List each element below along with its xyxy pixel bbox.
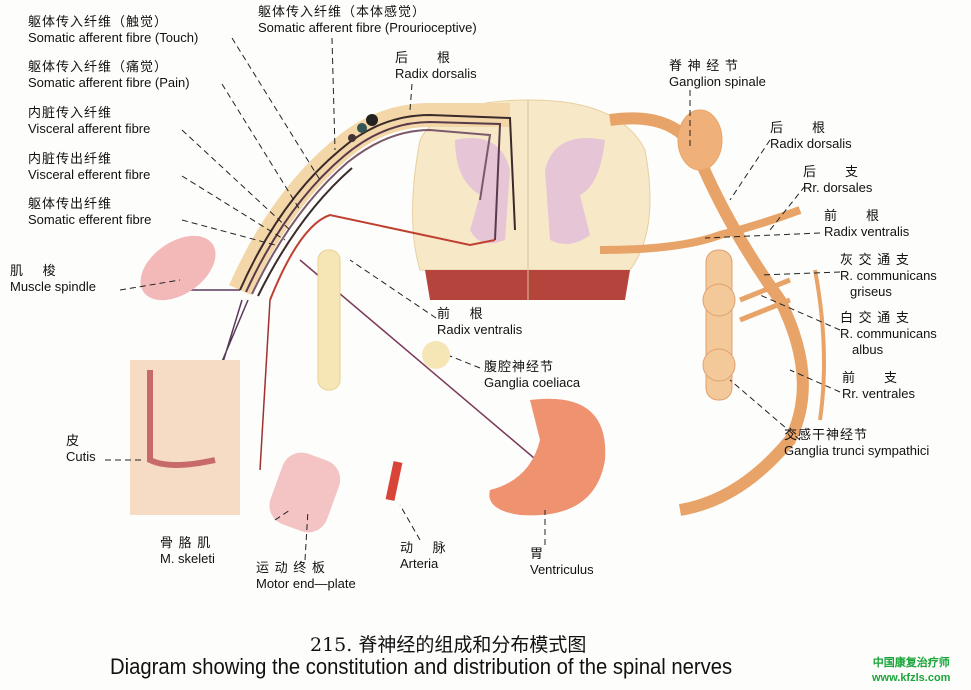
- label-zh: 白 交 通 支: [840, 310, 910, 325]
- label-proprioceptive: 躯体传入纤维（本体感觉）Somatic afferent fibre (Prou…: [258, 4, 477, 36]
- label-en: Visceral efferent fibre: [28, 167, 151, 182]
- label-en: Rr. dorsales: [803, 180, 873, 195]
- label-zh: 后 支: [803, 164, 860, 179]
- watermark-line2: www.kfzls.com: [872, 672, 951, 684]
- label-en: Radix ventralis: [437, 322, 523, 337]
- label-en: Radix dorsalis: [770, 136, 852, 151]
- label-touch: 躯体传入纤维（触觉）Somatic afferent fibre (Touch): [28, 14, 198, 46]
- spinal-nerve: [599, 109, 826, 516]
- label-zh: 灰 交 通 支: [840, 252, 910, 267]
- label-zh: 皮: [66, 433, 81, 448]
- label-zh: 运 动 终 板: [256, 560, 326, 575]
- spinal-cord: [412, 99, 651, 300]
- label-en: Rr. ventrales: [842, 386, 915, 401]
- label-zh: 躯体传入纤维（触觉）: [28, 14, 169, 29]
- label-en: Ventriculus: [530, 562, 594, 577]
- label-en: M. skeleti: [160, 551, 215, 566]
- label-en: Somatic afferent fibre (Pain): [28, 75, 190, 90]
- label-zh: 动 脉: [400, 540, 447, 555]
- label-en2: griseus: [850, 284, 892, 299]
- label-en: R. communicans: [840, 326, 937, 341]
- label-en: Radix ventralis: [824, 224, 910, 239]
- watermark-line1: 中国康复治疗师: [872, 657, 950, 669]
- label-zh: 前 根: [437, 306, 484, 321]
- label-en: Visceral afferent fibre: [28, 121, 151, 136]
- label-en: Somatic afferent fibre (Touch): [28, 30, 199, 45]
- caption-chinese: 215. 脊神经的组成和分布模式图: [310, 634, 587, 656]
- label-en: Motor end—plate: [256, 576, 356, 591]
- label-zh: 内脏传出纤维: [28, 151, 113, 166]
- label-en: Arteria: [400, 556, 439, 571]
- skin: [130, 360, 240, 515]
- label-zh: 腹腔神经节: [484, 359, 555, 374]
- label-en2: albus: [852, 342, 884, 357]
- leader-lines: [105, 37, 841, 561]
- sympathetic-chain: [317, 249, 736, 401]
- label-zh: 躯体传入纤维（痛觉）: [28, 59, 169, 74]
- label-zh: 内脏传入纤维: [28, 105, 113, 120]
- artery: [385, 461, 403, 501]
- label-zh: 交感干神经节: [784, 427, 869, 442]
- label-zh: 躯体传入纤维（本体感觉）: [258, 4, 427, 19]
- label-zh: 后 根: [395, 50, 452, 65]
- watermark: 中国康复治疗师 www.kfzls.com: [872, 656, 950, 686]
- label-en: Cutis: [66, 449, 96, 464]
- label-en: Ganglion spinale: [669, 74, 766, 89]
- label-en: Somatic afferent fibre (Prourioceptive): [258, 20, 477, 35]
- label-en: Radix dorsalis: [395, 66, 477, 81]
- ganglion-coeliacum: [422, 341, 450, 369]
- label-zh: 骨 胳 肌: [160, 535, 212, 550]
- caption-english: Diagram showing the constitution and dis…: [110, 654, 733, 679]
- label-zh: 肌 梭: [10, 263, 57, 278]
- label-zh: 胃: [530, 546, 545, 561]
- skeletal-muscle: [269, 452, 341, 533]
- stomach: [489, 398, 606, 516]
- label-en: R. communicans: [840, 268, 937, 283]
- label-en: Muscle spindle: [10, 279, 96, 294]
- muscle-spindle: [140, 235, 216, 301]
- label-zh: 脊 神 经 节: [669, 58, 739, 73]
- label-zh: 躯体传出纤维: [28, 196, 113, 211]
- label-zh: 后 根: [770, 120, 827, 135]
- label-en: Ganglia coeliaca: [484, 375, 581, 390]
- label-zh: 前 支: [842, 370, 899, 385]
- label-zh: 前 根: [824, 208, 881, 223]
- label-pain: 躯体传入纤维（痛觉）Somatic afferent fibre (Pain): [28, 59, 190, 91]
- label-en: Somatic efferent fibre: [28, 212, 152, 227]
- label-en: Ganglia trunci sympathici: [784, 443, 930, 458]
